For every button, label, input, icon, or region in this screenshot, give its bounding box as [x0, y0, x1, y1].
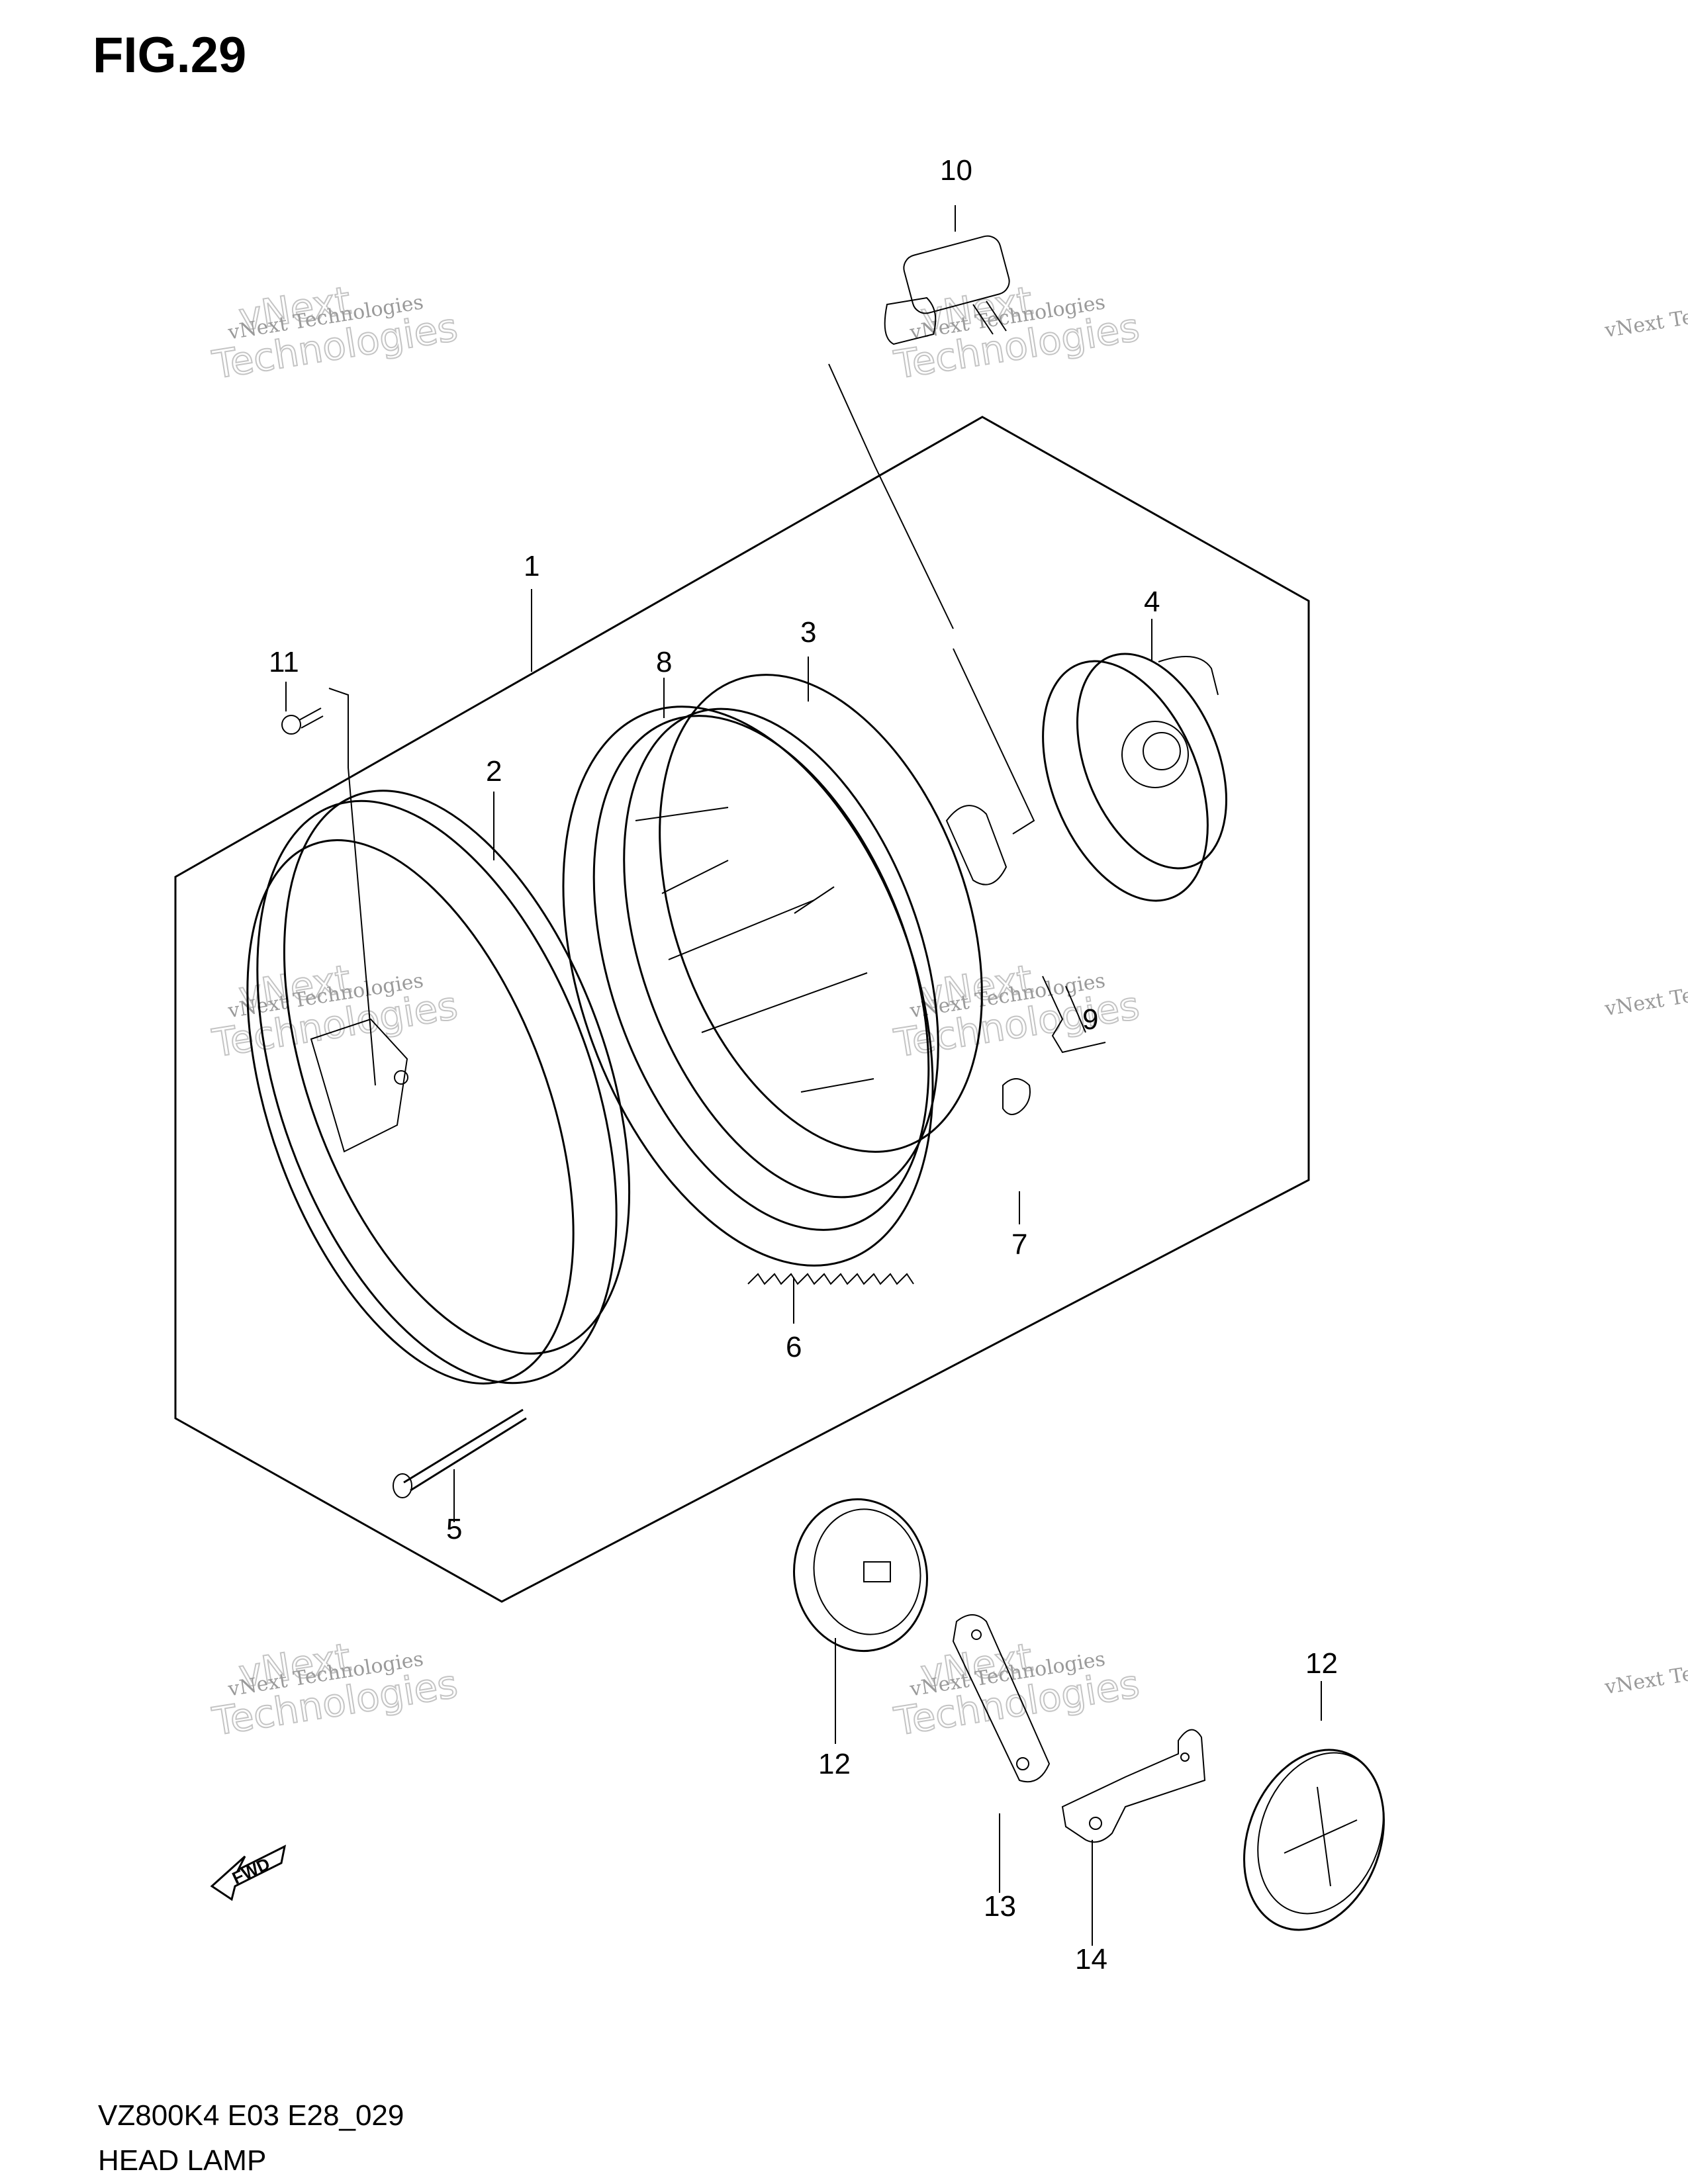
callout-4: 4 — [1144, 586, 1160, 618]
callout-12-left: 12 — [818, 1748, 851, 1780]
screw-part — [393, 1408, 527, 1498]
callout-8: 8 — [656, 646, 672, 678]
watermark: vNext Technologies vNext Technologies — [209, 277, 461, 388]
cover-cap-part — [1243, 1749, 1385, 1931]
watermark: vNext Technologies vNext Technologies — [209, 956, 461, 1067]
lens-unit-part — [562, 674, 1008, 1267]
watermarks: vNext Technologies vNext Technologies vN… — [209, 277, 1688, 1745]
spring-part — [747, 1273, 914, 1285]
svg-text:vNext Technologies: vNext Technologies — [1603, 289, 1688, 342]
bracket-part — [952, 1614, 1051, 1783]
bulb-part — [884, 235, 1010, 345]
callout-3: 3 — [800, 616, 816, 649]
figure-title: FIG.29 — [93, 27, 247, 83]
bolt-part — [281, 707, 324, 735]
callout-12-right: 12 — [1305, 1647, 1338, 1680]
callout-2: 2 — [486, 755, 502, 788]
svg-text:vNext Technologies: vNext Technologies — [1603, 967, 1688, 1021]
callout-14: 14 — [1075, 1943, 1107, 1976]
clip-part — [1002, 1078, 1031, 1115]
spring-wire-part — [1042, 976, 1106, 1054]
callout-13: 13 — [984, 1890, 1016, 1923]
watermark: vNext Technologies — [1603, 967, 1688, 1021]
callout-1: 1 — [524, 550, 539, 582]
watermark: vNext Technologies vNext Technologies — [890, 277, 1143, 388]
model-code: VZ800K4 E03 E28_029 — [98, 2099, 404, 2132]
socket-cover-part — [1042, 653, 1227, 902]
callout-9: 9 — [1082, 1003, 1098, 1036]
svg-text:FWD: FWD — [229, 1854, 273, 1888]
cap-with-stud-part — [793, 1498, 928, 1653]
callout-numbers: 1 2 3 4 5 6 7 8 9 10 11 12 12 13 14 — [269, 154, 1338, 1976]
fwd-arrow-icon: FWD — [210, 1844, 287, 1901]
svg-text:vNext Technologies: vNext Technologies — [1603, 1645, 1688, 1699]
figure-name: HEAD LAMP — [98, 2144, 267, 2177]
callout-7: 7 — [1011, 1228, 1027, 1261]
assembly-outline — [174, 416, 1310, 1603]
callout-6: 6 — [786, 1331, 802, 1363]
rim-part — [246, 790, 631, 1385]
watermark: vNext Technologies — [1603, 1645, 1688, 1699]
callout-10: 10 — [940, 154, 972, 187]
callout-11: 11 — [269, 646, 299, 678]
callout-5: 5 — [446, 1513, 462, 1545]
watermark: vNext Technologies — [1603, 289, 1688, 342]
watermark: vNext Technologies vNext Technologies — [209, 1634, 461, 1745]
stay-bracket-part — [1061, 1729, 1206, 1843]
